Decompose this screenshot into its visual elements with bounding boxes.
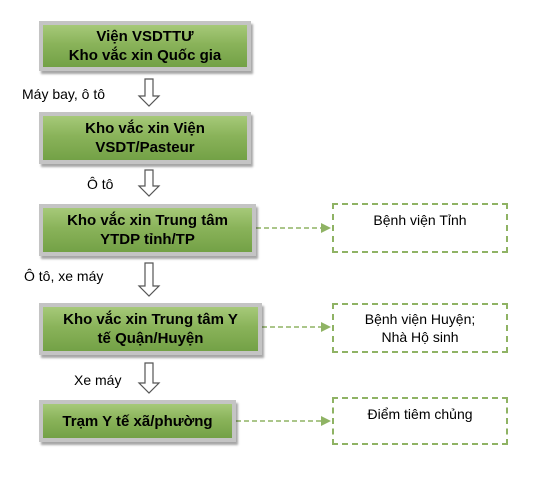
node-kho-quan-huyen-line-2: tế Quận/Huyện xyxy=(97,330,204,347)
side-node-benh-vien-huyen-line-1: Bệnh viện Huyện; xyxy=(364,311,476,327)
side-node-benh-vien-tinh-line-1: Bệnh viện Tỉnh xyxy=(373,212,467,228)
node-tram-y-te-line-1: Trạm Y tế xã/phường xyxy=(62,412,213,430)
transport-label-2: Ô tô xyxy=(87,176,114,192)
transport-label-3: Ô tô, xe máy xyxy=(24,268,104,284)
node-kho-ytdp-tinh-line-2: YTDP tỉnh/TP xyxy=(100,231,195,248)
node-kho-vien-line-2: VSDT/Pasteur xyxy=(95,139,195,156)
side-node-benh-vien-huyen-line-2: Nhà Hộ sinh xyxy=(381,329,459,345)
node-tram-y-te: Trạm Y tế xã/phường xyxy=(39,400,236,442)
node-kho-vien-line-1: Kho vắc xin Viện xyxy=(85,120,205,137)
side-node-diem-tiem-chung: Điểm tiêm chủng xyxy=(332,397,508,445)
down-arrow-4 xyxy=(137,362,161,394)
transport-label-4: Xe máy xyxy=(74,372,122,388)
side-arrowhead-3 xyxy=(321,416,331,426)
node-vien-vsdttu-line-2: Kho vắc xin Quốc gia xyxy=(68,47,222,64)
down-arrow-2 xyxy=(137,169,161,197)
side-node-benh-vien-tinh: Bệnh viện Tỉnh xyxy=(332,203,508,253)
node-kho-quan-huyen: Kho vắc xin Trung tâm Y tế Quận/Huyện xyxy=(39,303,262,355)
node-vien-vsdttu-line-1: Viện VSDTTƯ xyxy=(96,28,194,45)
node-kho-ytdp-tinh-line-1: Kho vắc xin Trung tâm xyxy=(67,212,228,229)
side-arrowhead-1 xyxy=(321,223,331,233)
side-node-benh-vien-huyen: Bệnh viện Huyện; Nhà Hộ sinh xyxy=(332,303,508,353)
side-arrowhead-2 xyxy=(321,322,331,332)
node-vien-vsdttu: Viện VSDTTƯ Kho vắc xin Quốc gia xyxy=(39,21,251,71)
side-node-diem-tiem-chung-line-1: Điểm tiêm chủng xyxy=(367,406,473,422)
node-kho-ytdp-tinh: Kho vắc xin Trung tâm YTDP tỉnh/TP xyxy=(39,204,256,256)
node-kho-vien: Kho vắc xin Viện VSDT/Pasteur xyxy=(39,112,251,164)
down-arrow-3 xyxy=(137,262,161,297)
node-kho-quan-huyen-line-1: Kho vắc xin Trung tâm Y xyxy=(63,311,238,328)
transport-label-1: Máy bay, ô tô xyxy=(22,86,106,102)
down-arrow-1 xyxy=(137,78,161,107)
